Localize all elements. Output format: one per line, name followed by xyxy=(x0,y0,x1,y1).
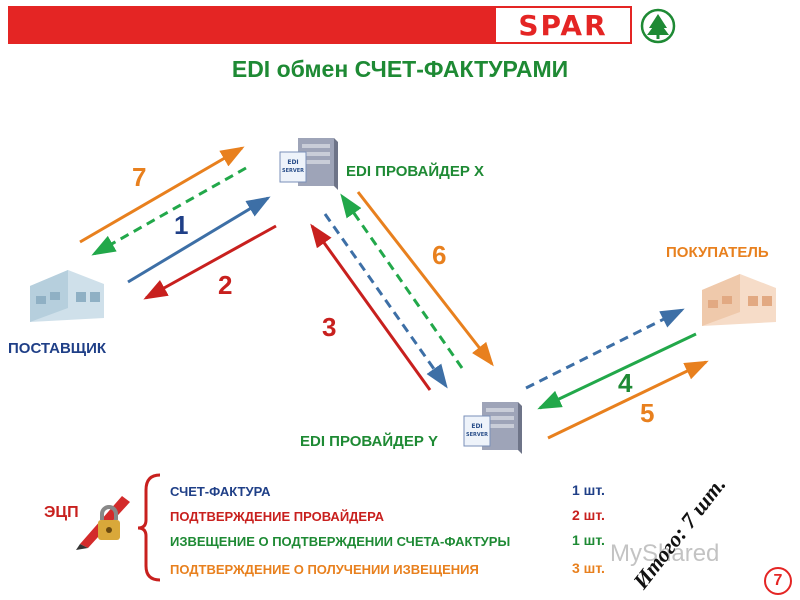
svg-text:SERVER: SERVER xyxy=(466,432,488,438)
pen-lock-icon xyxy=(76,496,130,550)
buyer-label: ПОКУПАТЕЛЬ xyxy=(666,244,769,261)
buyer-warehouse-icon xyxy=(702,274,776,326)
arrow-7-orange xyxy=(79,146,245,244)
legend-brace xyxy=(137,473,161,582)
legend-item-receipt-confirmation: ПОДТВЕРЖДЕНИЕ О ПОЛУЧЕНИИ ИЗВЕЩЕНИЯ xyxy=(170,562,479,577)
step-number-5: 5 xyxy=(640,398,655,428)
watermark-text: MyShared xyxy=(610,540,720,567)
arrow-3-red xyxy=(310,223,432,391)
step-number-6: 6 xyxy=(432,240,447,270)
arrow-green-dashed-y-to-x xyxy=(340,193,464,369)
arrow-green-dashed-to-supplier xyxy=(91,166,247,256)
supplier-warehouse-icon xyxy=(30,270,104,322)
edi-server-y-icon: EDI SERVER xyxy=(463,402,522,454)
arrow-6-orange xyxy=(356,191,494,367)
spar-tree-icon xyxy=(640,8,676,44)
step-number-2: 2 xyxy=(218,270,233,300)
legend-item-invoice: СЧЕТ-ФАКТУРА xyxy=(170,484,271,499)
provider-y-label: EDI ПРОВАЙДЕР Y xyxy=(300,433,438,450)
legend-qty-provider-confirmation: 2 шт. xyxy=(572,507,605,523)
step-number-7: 7 xyxy=(132,162,147,192)
arrow-2-red xyxy=(143,224,277,300)
arrow-5-orange xyxy=(547,360,709,440)
ecp-label: ЭЦП xyxy=(44,504,79,521)
arrow-4-green xyxy=(537,332,697,410)
page-number: 7 xyxy=(764,567,792,595)
svg-text:SERVER: SERVER xyxy=(282,168,304,174)
svg-text:EDI: EDI xyxy=(471,423,482,430)
provider-x-label: EDI ПРОВАЙДЕР X xyxy=(346,163,484,180)
legend-item-provider-confirmation: ПОДТВЕРЖДЕНИЕ ПРОВАЙДЕРА xyxy=(170,509,385,524)
page-title: EDI обмен СЧЕТ-ФАКТУРАМИ xyxy=(231,56,569,82)
step-number-1: 1 xyxy=(174,210,189,240)
legend-qty-notification: 1 шт. xyxy=(572,532,605,548)
supplier-label: ПОСТАВЩИК xyxy=(8,340,107,357)
brand-logo-text: SPAR xyxy=(494,6,632,44)
arrow-1-blue xyxy=(127,196,271,284)
svg-text:EDI: EDI xyxy=(287,159,298,166)
legend-qty-invoice: 1 шт. xyxy=(572,482,605,498)
step-number-4: 4 xyxy=(618,368,633,398)
legend-qty-receipt-confirmation: 3 шт. xyxy=(572,560,605,576)
edi-server-x-icon: EDI SERVER xyxy=(279,138,338,190)
legend-item-notification: ИЗВЕЩЕНИЕ О ПОДТВЕРЖДЕНИИ СЧЕТА-ФАКТУРЫ xyxy=(170,534,511,549)
arrow-blue-dashed-x-to-y xyxy=(323,213,448,389)
step-number-3: 3 xyxy=(322,312,337,342)
